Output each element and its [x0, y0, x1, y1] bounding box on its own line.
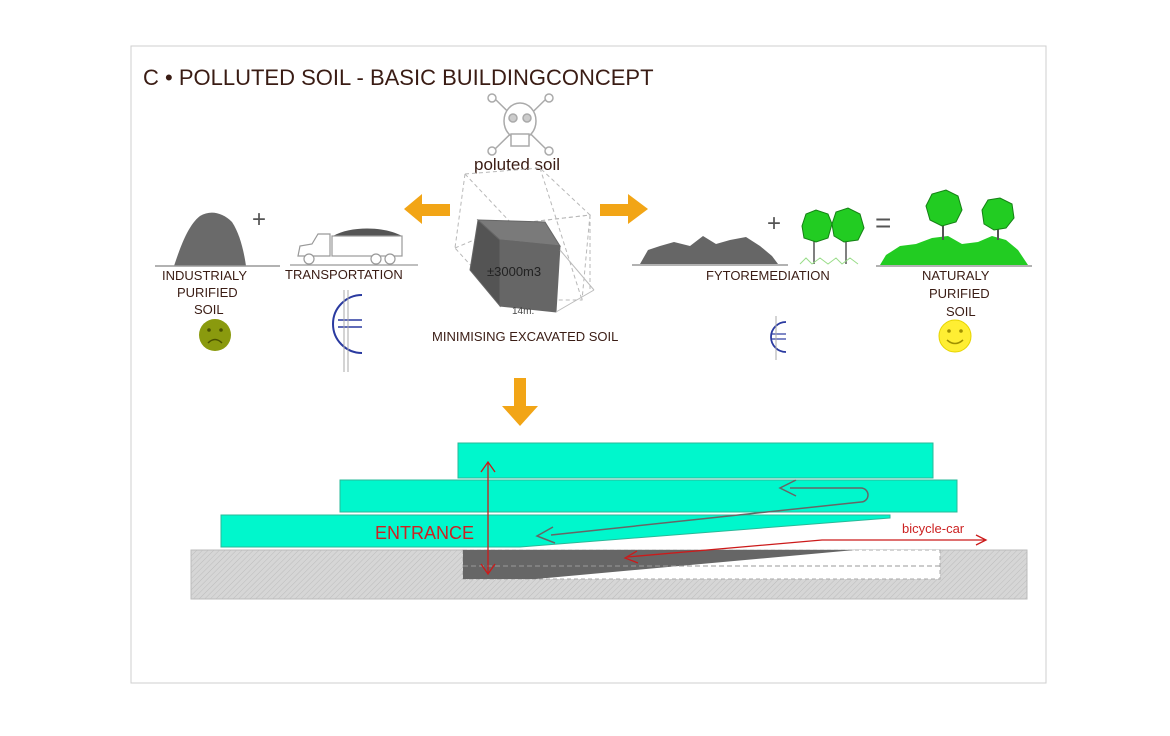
ramp-soil-wedge	[463, 550, 855, 579]
happy-face-icon	[938, 319, 972, 353]
poluted-soil-label: poluted soil	[474, 155, 560, 174]
skull-icon	[487, 93, 554, 156]
dimension-line-2	[555, 289, 595, 313]
industrial-label-line2: PURIFIED	[177, 285, 238, 300]
arrow-left-icon	[404, 194, 450, 224]
truck-icon	[290, 228, 418, 266]
page-title: C • POLLUTED SOIL - BASIC BUILDINGCONCEP…	[143, 65, 654, 90]
euro-icon	[332, 290, 363, 372]
dimension-label: 14m.	[512, 306, 534, 317]
industrial-label-line1: INDUSTRIALY	[162, 268, 247, 283]
fyto-soil-mounds	[640, 236, 778, 264]
natural-label-line1: NATURALY	[922, 268, 990, 283]
equals-sign: =	[875, 207, 891, 238]
tree-icon	[799, 207, 865, 265]
excavated-soil-cube	[469, 219, 561, 313]
dimension-line	[559, 249, 595, 291]
bicycle-car-arrow	[623, 534, 988, 564]
euro-icon-small	[770, 316, 787, 360]
slab-middle	[339, 479, 958, 513]
circulation-path	[550, 487, 869, 536]
circulation-arrowhead-2	[535, 526, 556, 544]
natural-label-line3: SOIL	[946, 304, 976, 319]
plus-sign-2: +	[767, 210, 781, 237]
minimising-label: MINIMISING EXCAVATED SOIL	[432, 329, 618, 344]
bicycle-car-label: bicycle-car	[902, 521, 965, 536]
fytoremediation-label: FYTOREMEDIATION	[706, 268, 830, 283]
sad-face-icon	[199, 319, 231, 351]
plus-sign-1: +	[252, 206, 266, 233]
industrial-soil-mound	[174, 212, 246, 266]
natural-label-line2: PURIFIED	[929, 286, 990, 301]
volume-label: ±3000m3	[487, 264, 541, 279]
natural-soil-with-trees	[876, 189, 1032, 267]
circulation-arrowhead-1	[778, 479, 797, 497]
height-arrow	[480, 460, 496, 576]
entrance-label: ENTRANCE	[375, 523, 474, 543]
arrow-down-icon	[502, 378, 538, 426]
arrow-right-icon	[600, 194, 648, 224]
transportation-label: TRANSPORTATION	[285, 267, 403, 282]
slab-upper	[457, 442, 934, 479]
slab-lower-ramp	[220, 514, 891, 548]
industrial-label-line3: SOIL	[194, 302, 224, 317]
